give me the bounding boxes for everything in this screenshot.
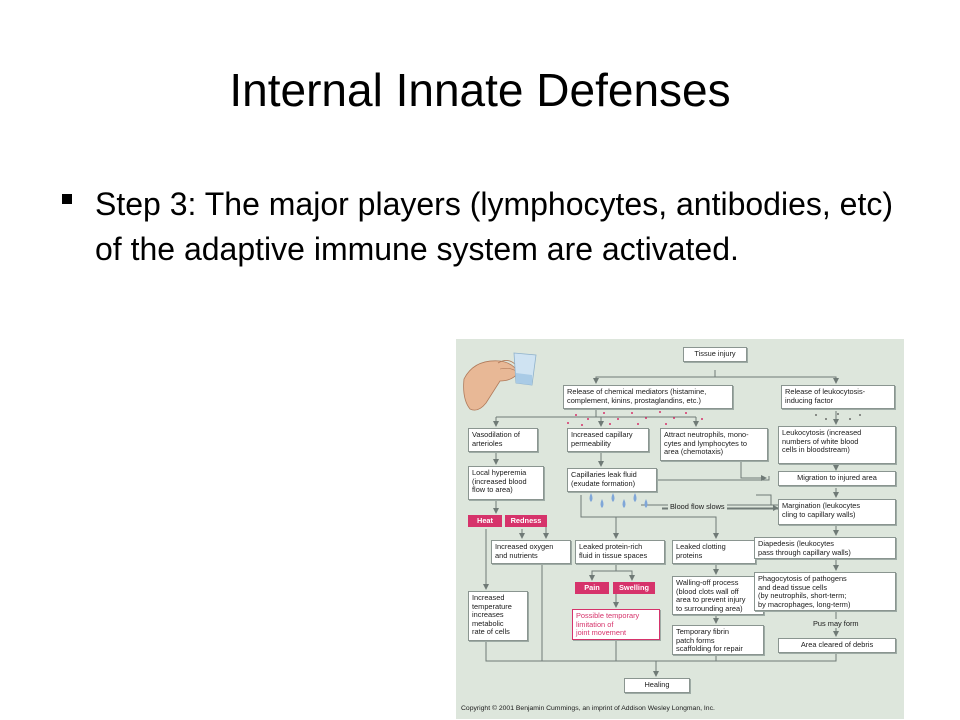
- copyright-notice: Copyright © 2001 Benjamin Cummings, an i…: [461, 705, 715, 712]
- node-chemical-mediators: Release of chemical mediators (histamine…: [563, 385, 733, 409]
- node-increased-temperature: Increased temperature increases metaboli…: [468, 591, 528, 641]
- bullet-text: Step 3: The major players (lymphocytes, …: [95, 186, 893, 267]
- chemical-dots: [567, 411, 703, 426]
- node-leaked-protein: Leaked protein-rich fluid in tissue spac…: [575, 540, 665, 564]
- node-phagocytosis: Phagocytosis of pathogens and dead tissu…: [754, 572, 896, 611]
- node-leaked-clotting: Leaked clotting proteins: [672, 540, 756, 564]
- hand-illustration: [463, 352, 537, 411]
- label-blood-flow-slows: Blood flow slows: [668, 502, 727, 511]
- tag-redness: Redness: [505, 515, 547, 527]
- leukocytosis-dots: [815, 413, 861, 420]
- node-vasodilation: Vasodilation of arterioles: [468, 428, 538, 452]
- node-increased-oxygen: Increased oxygen and nutrients: [491, 540, 571, 564]
- tag-swelling: Swelling: [613, 582, 655, 594]
- node-leukocytosis: Leukocytosis (increased numbers of white…: [778, 426, 896, 464]
- node-capillary-permeability: Increased capillary permeability: [567, 428, 649, 452]
- node-area-cleared: Area cleared of debris: [778, 638, 896, 653]
- square-bullet-icon: [62, 194, 72, 204]
- node-healing: Healing: [624, 678, 690, 693]
- tag-heat: Heat: [468, 515, 502, 527]
- label-pus-may-form: Pus may form: [813, 619, 859, 628]
- node-margination: Margination (leukocytes cling to capilla…: [778, 499, 896, 525]
- node-tissue-injury: Tissue injury: [683, 347, 747, 362]
- node-diapedesis: Diapedesis (leukocytes pass through capi…: [754, 537, 896, 559]
- inflammation-flowchart: Tissue injury Release of chemical mediat…: [456, 339, 904, 719]
- node-temporary-fibrin: Temporary fibrin patch forms scaffolding…: [672, 625, 764, 655]
- node-capillaries-leak: Capillaries leak fluid (exudate formatio…: [567, 468, 657, 492]
- node-local-hyperemia: Local hyperemia (increased blood flow to…: [468, 466, 544, 500]
- node-migration: Migration to injured area: [778, 471, 896, 486]
- node-leukocytosis-factor: Release of leukocytosis- inducing factor: [781, 385, 895, 409]
- slide-title: Internal Innate Defenses: [229, 64, 731, 116]
- node-attract-neutrophils: Attract neutrophils, mono- cytes and lym…: [660, 428, 768, 461]
- node-joint-limitation: Possible temporary limitation of joint m…: [572, 609, 660, 640]
- node-walling-off: Walling-off process (blood clots wall of…: [672, 576, 764, 615]
- tag-pain: Pain: [575, 582, 609, 594]
- fluid-droplets: [589, 493, 648, 508]
